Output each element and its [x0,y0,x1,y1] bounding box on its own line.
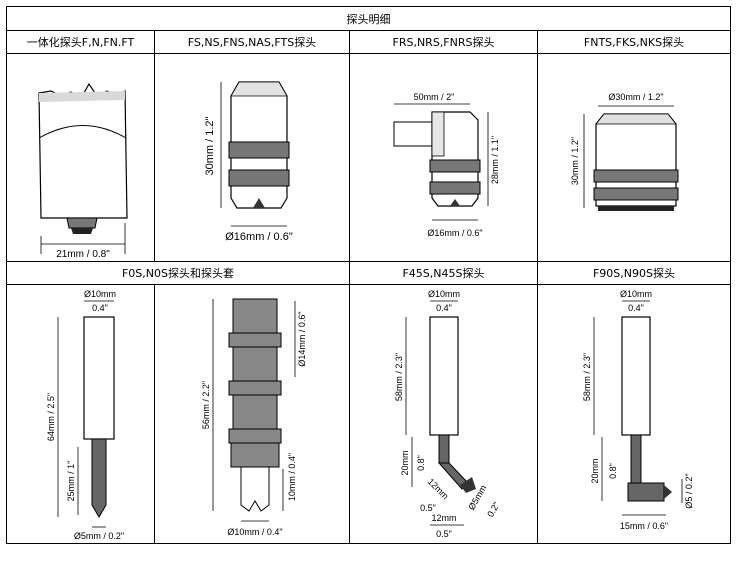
f45s-length-label: 58mm / 2.3" [394,353,404,401]
f90s-tip-label: Ø5 / 0.2" [684,473,694,508]
header-f45s-probe: F45S,N45S探头 [349,261,538,285]
f0s-tip-diameter: Ø5mm / 0.2" [73,531,123,541]
fnts-diameter-label: Ø30mm / 1.2" [608,92,663,102]
cell-integrated-probe: 21mm / 0.8" [6,53,155,262]
frs-width-label: 50mm / 2" [413,92,454,102]
f0s-top-in: 0.4" [92,303,108,313]
f90s-top-mm: Ø10mm [620,289,652,299]
frs-height-label: 28mm / 1.1" [490,135,500,183]
f45s-low-in: 0.8" [416,455,426,471]
f0s-length-label: 64mm / 2.5" [46,393,56,441]
frs-probe-drawing: 50mm / 2" 28mm / 1.1" Ø16mm / 0.6" [393,92,500,238]
f90s-top-in: 0.4" [628,303,644,313]
f90s-length-label: 58mm / 2.3" [582,353,592,401]
cell-fnts-probe: Ø30mm / 1.2" 30mm / 1.2" [537,53,731,262]
fs-probe-drawing: 30mm / 1.2" Ø16mm / 0.6" [204,80,293,243]
frs-diameter-label: Ø16mm / 0.6" [427,228,482,238]
f90s-low-in: 0.8" [608,463,618,479]
f45s-probe-drawing: Ø10mm 0.4" 58mm / 2.3" 20mm 0.8" 12mm 0.… [394,289,502,539]
integrated-probe-drawing: 21mm / 0.8" [37,82,128,258]
f45s-top-mm: Ø10mm [427,289,459,299]
probe-details-table: 探头明细 一体化探头F,N,FN.FT FS,NS,FNS,NAS,FTS探头 … [6,6,731,544]
f0s-tip-length: 25mm / 1" [66,461,76,502]
cell-f90s-probe: Ø10mm 0.4" 58mm / 2.3" 20mm 0.8" Ø5 / 0.… [537,284,731,544]
f45s-tip-in: 0.2" [485,500,502,519]
f90s-low-mm: 20mm [590,458,600,483]
f0s-probe-drawing: Ø10mm 0.4" 64mm / 2.5" 25mm / 1" Ø5mm / … [46,289,124,541]
sleeve-bottom-label: Ø10mm / 0.4" [227,527,282,537]
f45s-low-mm: 20mm [400,450,410,475]
sleeve-drawing: 56mm / 2.2" Ø14mm / 0.6" 10mm / 0.4" Ø10… [201,298,307,537]
integrated-width-label: 21mm / 0.8" [56,249,110,258]
fs-height-label: 30mm / 1.2" [204,116,216,175]
header-f90s-probe: F90S,N90S探头 [537,261,731,285]
f45s-angle-in: 0.5" [420,503,436,513]
sleeve-diameter-label: Ø14mm / 0.6" [297,311,307,366]
cell-sleeve: 56mm / 2.2" Ø14mm / 0.6" 10mm / 0.4" Ø10… [154,284,350,544]
table-title: 探头明细 [6,6,731,31]
fs-diameter-label: Ø16mm / 0.6" [225,231,293,243]
cell-f45s-probe: Ø10mm 0.4" 58mm / 2.3" 20mm 0.8" 12mm 0.… [349,284,538,544]
cell-f0s-probe: Ø10mm 0.4" 64mm / 2.5" 25mm / 1" Ø5mm / … [6,284,155,544]
header-f0s-probe: F0S,N0S探头和探头套 [6,261,350,285]
f90s-bottom-label: 15mm / 0.6" [620,521,668,531]
f45s-bottom-mm: 12mm [431,513,456,523]
f0s-top-mm: Ø10mm [83,289,115,299]
sleeve-length-label: 56mm / 2.2" [201,381,211,429]
cell-frs-probe: 50mm / 2" 28mm / 1.1" Ø16mm / 0.6" [349,53,538,262]
header-frs-probe: FRS,NRS,FNRS探头 [349,30,538,54]
f90s-probe-drawing: Ø10mm 0.4" 58mm / 2.3" 20mm 0.8" Ø5 / 0.… [582,289,694,531]
header-fnts-probe: FNTS,FKS,NKS探头 [537,30,731,54]
f45s-angle-mm: 12mm [425,476,450,501]
header-integrated-probe: 一体化探头F,N,FN.FT [6,30,155,54]
cell-fs-probe: 30mm / 1.2" Ø16mm / 0.6" [154,53,350,262]
fnts-height-label: 30mm / 1.2" [570,136,580,184]
f45s-bottom-in: 0.5" [436,529,452,539]
sleeve-tip-label: 10mm / 0.4" [287,453,297,501]
fnts-probe-drawing: Ø30mm / 1.2" 30mm / 1.2" [570,92,679,211]
header-fs-probe: FS,NS,FNS,NAS,FTS探头 [154,30,350,54]
f45s-top-in: 0.4" [436,303,452,313]
